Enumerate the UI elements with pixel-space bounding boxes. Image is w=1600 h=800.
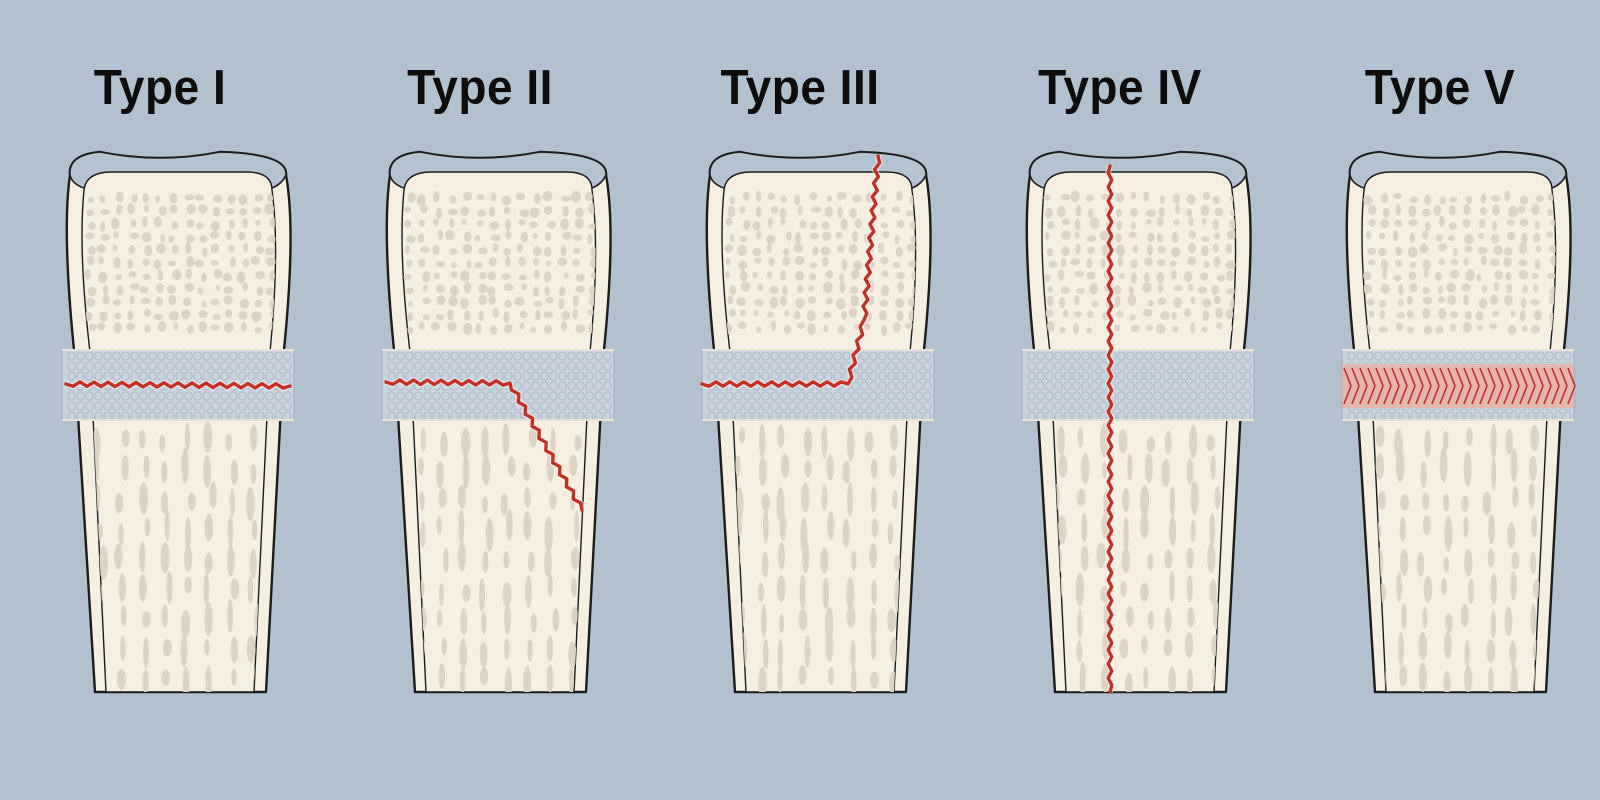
bone-svg <box>1021 150 1255 694</box>
panel-type-4: Type IV <box>960 0 1280 800</box>
panel-type-5: Type V <box>1280 0 1600 800</box>
epiphysis-trabeculae <box>722 190 916 336</box>
growth-plate <box>1021 349 1255 421</box>
epiphysis-trabeculae <box>1362 190 1556 335</box>
epiphysis-trabeculae <box>83 191 276 335</box>
panel-type-2: Type II <box>320 0 640 800</box>
metaphysis-trabeculae <box>413 423 582 692</box>
metaphysis-trabeculae <box>1373 423 1542 692</box>
panel-type-3: Type III <box>640 0 960 800</box>
fracture-line <box>1106 164 1114 694</box>
panel-title: Type IV <box>1038 59 1202 115</box>
bone-svg <box>700 150 935 694</box>
panel-title: Type I <box>93 59 227 115</box>
metaphysis-trabeculae <box>732 424 901 692</box>
fracture-line <box>64 380 292 390</box>
medullary-cavity <box>721 171 917 693</box>
crush-zone <box>1342 364 1576 408</box>
bone-svg <box>381 150 615 694</box>
bone-svg <box>61 150 295 694</box>
epiphysis-trabeculae <box>403 190 596 336</box>
fracture-line <box>700 154 882 388</box>
medullary-cavity <box>401 171 597 693</box>
panel-title: Type III <box>720 59 880 115</box>
metaphysis-trabeculae <box>92 421 262 692</box>
panel-title: Type V <box>1364 59 1516 115</box>
panel-title: Type II <box>407 59 553 115</box>
fracture-line <box>384 378 584 512</box>
epiphysis-trabeculae <box>1043 190 1236 334</box>
panel-type-1: Type I <box>0 0 320 800</box>
growth-plate <box>381 349 615 421</box>
bone-svg <box>1341 150 1576 694</box>
